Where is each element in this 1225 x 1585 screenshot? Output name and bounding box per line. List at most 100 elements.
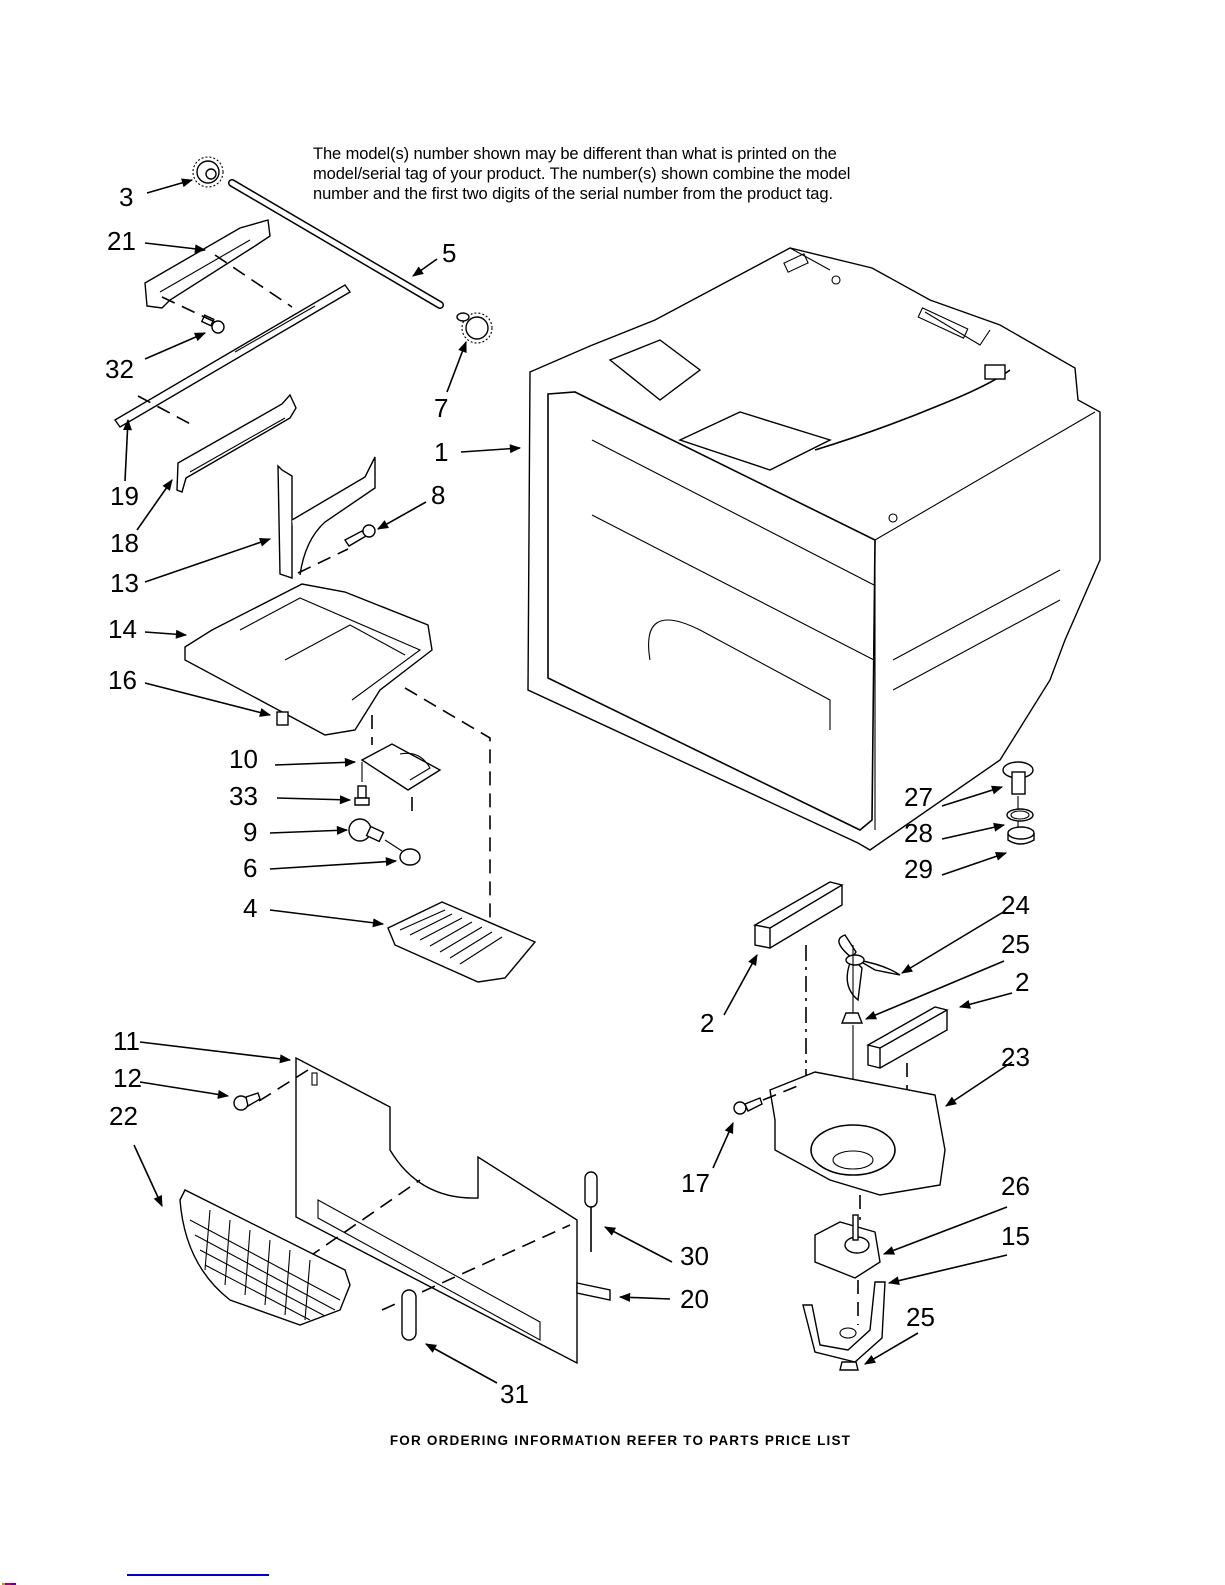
leader-23 bbox=[945, 1061, 1013, 1107]
leader-33 bbox=[276, 795, 352, 805]
screw-icon bbox=[233, 1092, 261, 1111]
notice-line-3: number and the first two digits of the s… bbox=[313, 185, 833, 203]
leader-21 bbox=[144, 242, 207, 254]
callout-2[interactable]: 2 bbox=[700, 1008, 714, 1038]
leader-17 bbox=[712, 1121, 734, 1169]
callout-6[interactable]: 6 bbox=[243, 853, 257, 883]
callout-16[interactable]: 16 bbox=[108, 665, 137, 695]
drain-trap-icon bbox=[1002, 761, 1034, 795]
leader-32 bbox=[144, 332, 207, 360]
callout-15[interactable]: 15 bbox=[1001, 1221, 1030, 1251]
callout-31[interactable]: 31 bbox=[500, 1379, 529, 1409]
callout-5[interactable]: 5 bbox=[442, 238, 456, 268]
callout-18[interactable]: 18 bbox=[110, 528, 139, 558]
callout-28[interactable]: 28 bbox=[904, 818, 933, 848]
ordering-info-footer: FOR ORDERING INFORMATION REFER TO PARTS … bbox=[0, 1433, 1225, 1448]
callout-labels: 3 21 5 32 7 19 1 18 8 13 14 16 10 33 9 6… bbox=[105, 182, 1030, 1409]
fan-shroud-drawing bbox=[769, 1071, 946, 1196]
callout-21[interactable]: 21 bbox=[107, 226, 136, 256]
o-ring-icon bbox=[1006, 808, 1034, 822]
leader-8 bbox=[377, 501, 427, 530]
leader-15 bbox=[887, 1254, 1008, 1286]
leader-14 bbox=[144, 629, 188, 639]
leader-24 bbox=[901, 910, 1006, 974]
callout-12[interactable]: 12 bbox=[113, 1063, 142, 1093]
leader-30 bbox=[604, 1226, 673, 1263]
leader-19 bbox=[123, 418, 132, 482]
leader-9 bbox=[269, 825, 349, 835]
callout-25[interactable]: 25 bbox=[906, 1302, 935, 1332]
callout-4[interactable]: 4 bbox=[243, 893, 257, 923]
support-bracket-drawing bbox=[277, 456, 376, 579]
fan-blade-icon bbox=[838, 934, 901, 1002]
callout-7[interactable]: 7 bbox=[434, 393, 448, 423]
footer-text: FOR ORDERING INFORMATION REFER TO PARTS … bbox=[389, 1433, 852, 1448]
leader-18 bbox=[136, 479, 173, 531]
light-shield-drawing bbox=[387, 901, 537, 983]
callout-19[interactable]: 19 bbox=[110, 481, 139, 511]
leader-3 bbox=[146, 178, 194, 194]
insulation-block-drawing bbox=[753, 881, 844, 949]
callout-14[interactable]: 14 bbox=[108, 614, 137, 644]
callout-2[interactable]: 2 bbox=[1015, 967, 1029, 997]
slide-bracket-drawing bbox=[176, 393, 297, 493]
callout-13[interactable]: 13 bbox=[110, 568, 139, 598]
switch-icon bbox=[276, 711, 289, 726]
callout-24[interactable]: 24 bbox=[1001, 890, 1030, 920]
callout-17[interactable]: 17 bbox=[681, 1168, 710, 1198]
insulation-strip-drawing bbox=[576, 1282, 611, 1301]
evaporator-cover-drawing bbox=[295, 1056, 578, 1365]
callout-leaders bbox=[123, 178, 1013, 1384]
leader-25a bbox=[864, 960, 1005, 1020]
callout-8[interactable]: 8 bbox=[431, 480, 445, 510]
light-housing-drawing bbox=[184, 583, 433, 736]
screw-icon bbox=[343, 524, 376, 547]
callout-3[interactable]: 3 bbox=[119, 182, 133, 212]
part-drawings bbox=[113, 156, 1101, 1371]
callout-10[interactable]: 10 bbox=[229, 744, 258, 774]
callout-22[interactable]: 22 bbox=[109, 1101, 138, 1131]
callout-23[interactable]: 23 bbox=[1001, 1042, 1030, 1072]
gear-icon bbox=[192, 156, 224, 188]
callout-25[interactable]: 25 bbox=[1001, 929, 1030, 959]
page-link[interactable] bbox=[127, 1574, 269, 1576]
freezer-liner-drawing bbox=[527, 247, 1101, 851]
callout-29[interactable]: 29 bbox=[904, 854, 933, 884]
insulation-block-drawing bbox=[866, 1006, 949, 1069]
clip-icon bbox=[401, 1289, 417, 1341]
leader-25b bbox=[864, 1332, 919, 1365]
leader-2a bbox=[723, 954, 758, 1016]
leader-31 bbox=[425, 1343, 498, 1384]
light-bulb-icon bbox=[348, 818, 385, 843]
corner-mark bbox=[2, 1583, 16, 1585]
thermistor-icon bbox=[584, 1171, 598, 1252]
leader-10 bbox=[274, 757, 357, 767]
callout-11[interactable]: 11 bbox=[113, 1026, 140, 1056]
callout-26[interactable]: 26 bbox=[1001, 1171, 1030, 1201]
screw-icon bbox=[733, 1097, 763, 1115]
grille-drawing bbox=[179, 1189, 351, 1326]
leader-27 bbox=[941, 785, 1004, 807]
callout-20[interactable]: 20 bbox=[680, 1284, 709, 1314]
callout-33[interactable]: 33 bbox=[229, 781, 258, 811]
callout-27[interactable]: 27 bbox=[904, 782, 933, 812]
notice-line-2: model/serial tag of your product. The nu… bbox=[313, 165, 851, 183]
slide-rail-drawing bbox=[113, 284, 352, 428]
callout-32[interactable]: 32 bbox=[105, 354, 134, 384]
fan-motor-icon bbox=[814, 1214, 881, 1279]
leader-1 bbox=[460, 444, 522, 454]
nut-icon bbox=[840, 1012, 864, 1024]
leader-13 bbox=[144, 538, 272, 583]
notice-line-1: The model(s) number shown may be differe… bbox=[313, 145, 837, 163]
leader-26 bbox=[882, 1206, 1008, 1255]
leader-4 bbox=[269, 909, 385, 928]
leader-22 bbox=[133, 1144, 163, 1208]
callout-9[interactable]: 9 bbox=[243, 817, 257, 847]
lamp-socket-icon bbox=[399, 848, 421, 866]
leader-6 bbox=[269, 857, 398, 870]
callout-1[interactable]: 1 bbox=[434, 437, 448, 467]
leader-7 bbox=[446, 340, 467, 393]
leader-5 bbox=[412, 258, 438, 277]
callout-30[interactable]: 30 bbox=[680, 1241, 709, 1271]
